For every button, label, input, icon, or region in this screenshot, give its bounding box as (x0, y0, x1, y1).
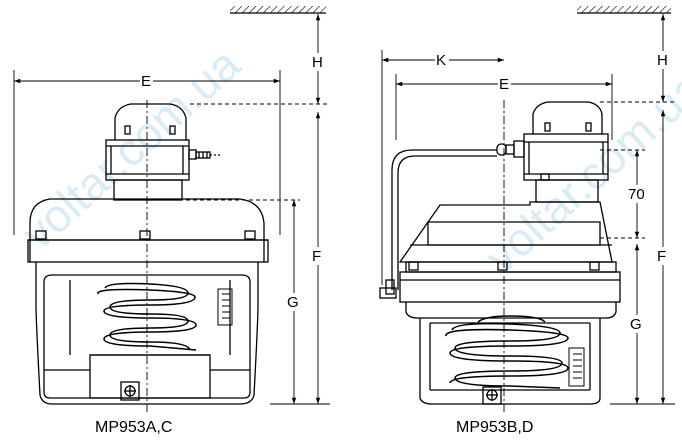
label-bg-h-right (656, 51, 670, 69)
dim-label-g-left: G (287, 294, 299, 311)
left-view (13, 6, 330, 412)
label-bg-k-right (435, 52, 449, 68)
positioner-head-left (105, 103, 220, 201)
air-tube-right (391, 149, 497, 290)
label-bg-g-right (629, 315, 644, 333)
dim-label-f-left: F (312, 248, 321, 265)
ceiling-hatch-left (230, 6, 326, 13)
dim-label-k-right: K (436, 52, 446, 69)
caption-right: MP953B,D (456, 419, 533, 436)
stem-fitting-right (482, 386, 502, 405)
tube-fitting-right-b (379, 287, 397, 299)
positioner-head-right (496, 101, 609, 203)
stem-fitting-left (120, 381, 140, 401)
caption-left: MP953A,C (95, 419, 172, 436)
label-bg-f-left (311, 247, 325, 265)
dim-label-g-right: G (630, 316, 642, 333)
dim-label-e-right: E (499, 76, 509, 93)
label-bg-f-right (656, 247, 670, 265)
dim-label-70-right: 70 (628, 186, 645, 203)
dim-label-e-left: E (141, 73, 151, 90)
ceiling-hatch-right (577, 6, 671, 13)
stroke-scale-right (568, 347, 585, 387)
spring-right (445, 315, 569, 389)
actuator-cover-left (27, 198, 269, 405)
label-bg-e-right (498, 76, 511, 92)
dim-label-f-right: F (657, 248, 666, 265)
watermark-text-right: voltar.com.ua (475, 61, 682, 283)
label-bg-e-left (140, 73, 153, 89)
label-bg-h-left (311, 53, 325, 71)
dim-label-h-left: H (312, 54, 323, 71)
actuator-lower-right (405, 302, 617, 405)
label-bg-70-right (625, 185, 649, 203)
air-tube-right-inner (397, 155, 497, 290)
dim-label-h-right: H (657, 52, 668, 69)
yoke-right (398, 201, 621, 303)
watermark: voltar.com.ua voltar.com.ua (11, 37, 682, 283)
label-bg-g-left (286, 293, 301, 311)
stroke-scale-left (217, 288, 233, 326)
watermark-text-left: voltar.com.ua (11, 37, 249, 259)
tube-fitting-right-a (385, 279, 395, 295)
spring-left (97, 282, 197, 351)
